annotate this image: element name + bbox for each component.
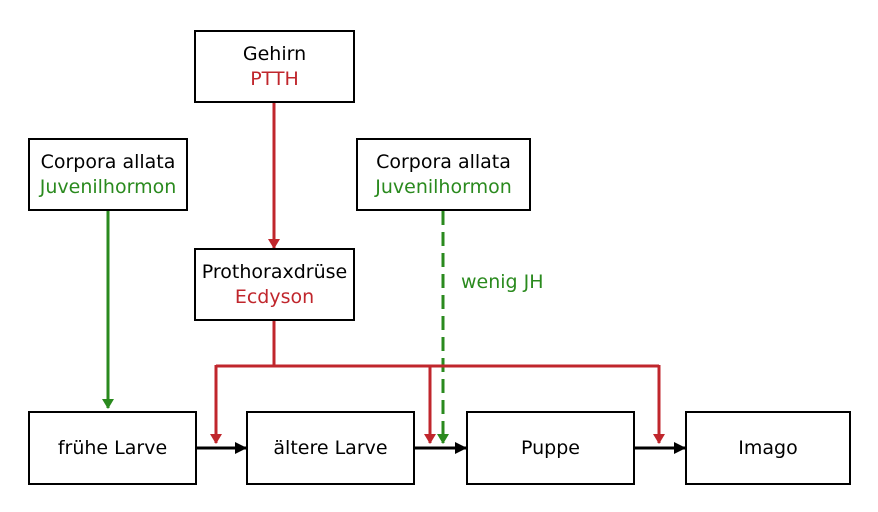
node-pupa: Puppe [466,411,635,485]
node-older-larva-title: ältere Larve [273,436,388,459]
node-corpora-allata-left-hormone: Juvenilhormon [39,175,177,198]
node-prothoracic-gland-title: Prothoraxdrüse [201,260,348,283]
node-early-larva-title: frühe Larve [57,436,168,459]
node-imago: Imago [685,411,851,485]
edge-label-low-jh: wenig JH [461,271,544,293]
node-older-larva: ältere Larve [246,411,415,485]
node-corpora-allata-right-hormone: Juvenilhormon [375,175,512,198]
node-brain-hormone: PTTH [250,67,299,90]
node-prothoracic-gland-hormone: Ecdyson [234,285,315,308]
node-brain: Gehirn PTTH [194,30,355,103]
node-brain-title: Gehirn [242,42,307,65]
node-pupa-title: Puppe [521,436,580,459]
node-prothoracic-gland: Prothoraxdrüse Ecdyson [194,248,355,321]
node-corpora-allata-left-title: Corpora allata [40,150,176,173]
node-early-larva: frühe Larve [28,411,197,485]
node-corpora-allata-right-title: Corpora allata [376,150,511,173]
node-corpora-allata-left: Corpora allata Juvenilhormon [28,138,188,211]
node-imago-title: Imago [738,436,798,459]
node-corpora-allata-right: Corpora allata Juvenilhormon [356,138,531,211]
